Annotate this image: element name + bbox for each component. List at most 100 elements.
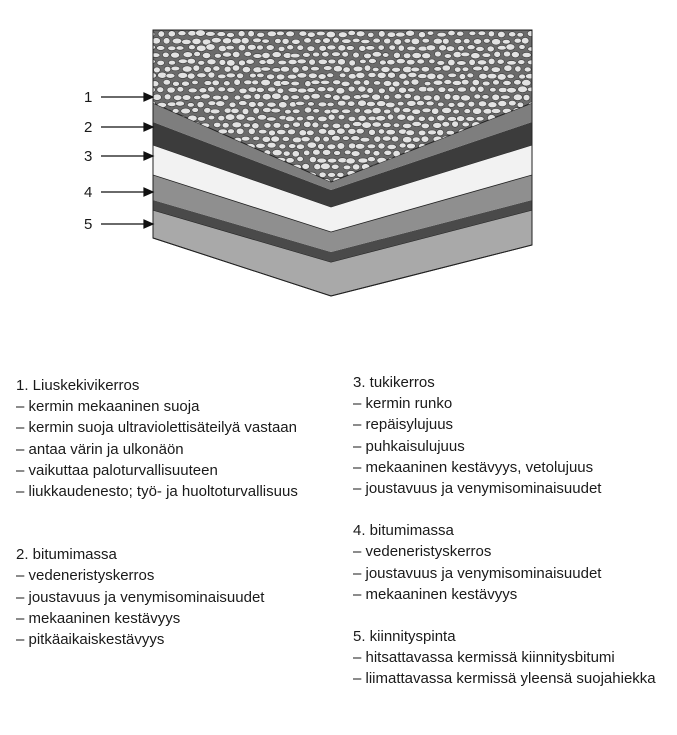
- stone-granule: [422, 94, 433, 101]
- stone-granule: [255, 142, 266, 149]
- stone-granule: [379, 59, 387, 66]
- stone-granule: [477, 85, 485, 93]
- stone-granule: [213, 122, 222, 128]
- stone-granule: [497, 87, 508, 93]
- stone-granule: [223, 107, 232, 114]
- stone-granule: [320, 79, 331, 85]
- stone-granule: [368, 58, 377, 64]
- stone-granule: [395, 31, 406, 38]
- legend-item: – kermin suoja ultraviolettisäteilyä vas…: [16, 419, 297, 437]
- stone-granule: [261, 38, 270, 44]
- stone-granule: [391, 80, 401, 88]
- stone-granule: [521, 52, 532, 58]
- stone-granule: [237, 30, 246, 38]
- stone-granule: [366, 101, 376, 108]
- stone-granule: [397, 100, 405, 107]
- stone-granule: [308, 58, 316, 66]
- stone-granule: [382, 52, 390, 58]
- stone-granule: [468, 30, 477, 36]
- stone-granule: [252, 107, 260, 115]
- stone-granule: [327, 58, 337, 65]
- stone-granule: [361, 121, 372, 129]
- legend-title: 1. Liuskekivikerros: [16, 377, 140, 394]
- stone-granule: [271, 149, 283, 157]
- stone-granule: [263, 122, 272, 129]
- stone-granule: [372, 37, 381, 44]
- stone-granule: [383, 108, 392, 115]
- stone-granule: [513, 37, 522, 44]
- stone-granule: [503, 64, 513, 72]
- stone-granule: [175, 100, 185, 107]
- stone-granule: [392, 122, 401, 128]
- stone-granule: [406, 58, 416, 66]
- stone-granule: [521, 79, 532, 87]
- stone-granule: [432, 122, 443, 129]
- stone-granule: [317, 143, 325, 150]
- stone-granule: [337, 44, 347, 52]
- stone-granule: [468, 58, 476, 66]
- stone-granule: [411, 52, 422, 59]
- stone-granule: [487, 30, 495, 38]
- stone-granule: [153, 58, 156, 64]
- stone-granule: [313, 163, 322, 171]
- stone-granule: [192, 64, 201, 72]
- stone-granule: [193, 95, 202, 101]
- stone-granule: [396, 113, 407, 121]
- stone-granule: [270, 107, 282, 114]
- stone-granule: [327, 157, 338, 164]
- stone-granule: [197, 116, 206, 122]
- stone-granule: [532, 123, 540, 129]
- stone-granule: [162, 79, 171, 86]
- stone-granule: [491, 93, 500, 101]
- stone-granule: [371, 51, 383, 58]
- stone-granule: [437, 86, 447, 93]
- stone-granule: [350, 150, 361, 157]
- stone-granule: [342, 123, 351, 130]
- stone-granule: [451, 120, 459, 128]
- stone-granule: [456, 60, 467, 66]
- stone-granule: [303, 120, 312, 128]
- stone-granule: [372, 150, 381, 157]
- stone-granule: [271, 67, 282, 73]
- stone-granule: [326, 72, 335, 78]
- stone-granule: [302, 94, 311, 101]
- stone-granule: [337, 114, 346, 121]
- stone-granule: [446, 116, 457, 122]
- stone-granule: [506, 87, 517, 94]
- stone-granule: [463, 108, 471, 114]
- legend-layer-3: 3. tukikerros – kermin runko – repäisylu…: [353, 372, 665, 499]
- stone-granule: [167, 30, 176, 38]
- stone-granule: [347, 128, 357, 135]
- stone-granule: [261, 93, 272, 101]
- stone-granule: [331, 51, 341, 57]
- stone-granule: [318, 171, 327, 178]
- stone-granule: [168, 59, 176, 66]
- stone-granule: [327, 113, 336, 121]
- stone-granule: [296, 58, 307, 65]
- stone-granule: [521, 37, 530, 45]
- stone-granule: [195, 30, 206, 37]
- stone-granule: [472, 107, 482, 115]
- stone-granule: [187, 102, 195, 108]
- layer-1-underside: [153, 103, 532, 190]
- legend-layer-4: 4. bitumimassa – vedeneristyskerros – jo…: [353, 520, 665, 605]
- stone-granule: [338, 72, 347, 79]
- stone-granule: [373, 135, 382, 143]
- stone-granule: [420, 122, 430, 129]
- stone-granule: [406, 114, 416, 122]
- stone-granule: [182, 65, 193, 73]
- stone-granule: [526, 86, 532, 92]
- stone-granule: [465, 116, 476, 122]
- stone-granule: [241, 136, 251, 142]
- stone-granule: [295, 100, 306, 106]
- stone-granule: [281, 37, 290, 45]
- stone-granule: [340, 80, 351, 87]
- stone-granule: [171, 37, 183, 45]
- stone-granule: [200, 93, 211, 100]
- stone-granule: [298, 129, 307, 137]
- stone-granule: [412, 94, 421, 102]
- stone-granule: [173, 94, 183, 101]
- stone-granule: [332, 94, 341, 101]
- legend-item: – vedeneristyskerros: [353, 543, 492, 561]
- stone-granule: [403, 52, 412, 59]
